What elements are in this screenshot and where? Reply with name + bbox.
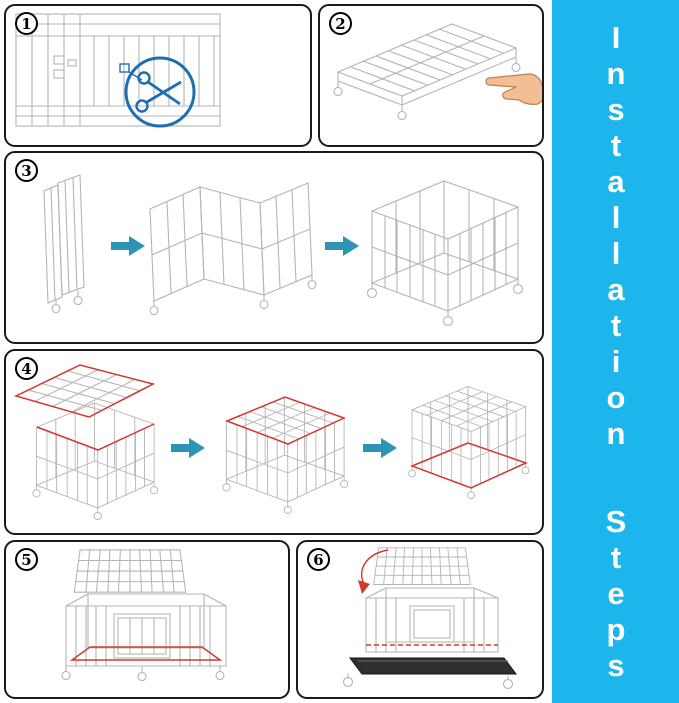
banner-title: Installation Steps [598, 20, 634, 684]
installation-steps-banner: Installation Steps [552, 0, 679, 703]
banner-word-steps: Steps [598, 503, 634, 684]
caster-icon [511, 58, 521, 72]
step-6-panel: 6 [296, 540, 544, 699]
flat-panels-drawing [15, 13, 221, 127]
folded-upright-crate-drawing [43, 174, 85, 313]
scissors-icon [119, 56, 196, 128]
step-4-number: 4 [15, 357, 38, 380]
arrow-right-icon [111, 236, 145, 256]
top-door-open-drawing [373, 547, 471, 585]
caster-icon [333, 82, 343, 96]
step-1-panel: 1 [4, 4, 312, 147]
crate-assembled-drawing [409, 387, 529, 499]
caster-icon [397, 106, 407, 120]
floor-tray-drawing [349, 657, 517, 675]
crate-top-placed-drawing [223, 396, 348, 514]
step-4-panel: 4 [4, 349, 544, 535]
arrow-right-icon [363, 438, 397, 458]
step-3-number: 3 [15, 159, 38, 182]
crate-with-lifted-top-drawing [13, 364, 159, 520]
folded-crate-drawing [336, 23, 518, 106]
cut-zip-ties-illustration [15, 13, 221, 128]
step-2-panel: 2 [318, 4, 544, 147]
half-open-crate-drawing [149, 182, 317, 315]
curved-arrow-icon [358, 549, 389, 594]
step-5-panel: 5 [4, 540, 290, 699]
flat-folded-crate-illustration [333, 23, 542, 120]
step-2-number: 2 [329, 12, 352, 35]
crate-front-drawing [65, 593, 227, 667]
top-panel-install-illustration [13, 364, 542, 520]
step-1-number: 1 [15, 12, 38, 35]
arrow-right-icon [171, 438, 205, 458]
crate-front-drawing [365, 587, 499, 653]
open-crate-drawing [366, 180, 524, 327]
caster-icon [215, 666, 225, 680]
caster-icon [61, 666, 71, 680]
top-door-open-drawing [73, 549, 187, 593]
step-6-number: 6 [307, 548, 330, 571]
unfolding-sequence-illustration [43, 174, 524, 327]
open-top-crate-illustration [61, 549, 227, 681]
caster-icon [342, 673, 514, 690]
tray-slot-highlight [69, 646, 223, 661]
tray-insert-illustration [342, 547, 517, 690]
caster-icon [137, 667, 147, 681]
step-5-number: 5 [15, 548, 38, 571]
arrow-right-icon [325, 236, 359, 256]
banner-word-installation: Installation [598, 19, 634, 452]
pointing-hand-icon [485, 73, 542, 105]
step-3-panel: 3 [4, 151, 544, 344]
